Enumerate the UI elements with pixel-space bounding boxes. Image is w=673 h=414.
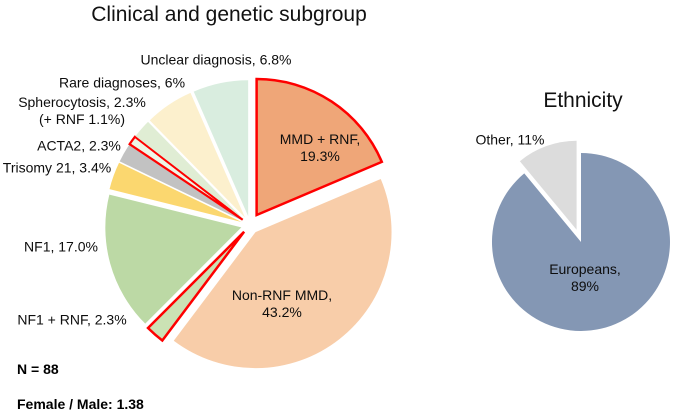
slice-label-spherocytosis: Spherocytosis, 2.3% (+ RNF 1.1%) [18, 93, 146, 127]
slice-label-unclear-diagnosis: Unclear diagnosis, 6.8% [140, 51, 292, 68]
slice-label-europeans: Europeans, 89% [549, 260, 621, 294]
female-male-ratio-note: Female / Male: 1.38 [17, 396, 144, 412]
slice-label-non-rnf-mmd: Non-RNF MMD, 43.2% [231, 286, 333, 320]
pie-slice-rare-diagnoses [149, 92, 245, 218]
pie-slice-mmd-rnf [255, 77, 384, 217]
pie-slice-other [519, 140, 577, 230]
slice-label-rare-diagnoses: Rare diagnoses, 6% [58, 74, 186, 91]
slice-label-other: Other, 11% [475, 131, 545, 148]
pie-slice-trisomy-21 [109, 162, 242, 222]
slice-label-nf1-rnf: NF1 + RNF, 2.3% [17, 311, 127, 328]
pie-slice-spherocytosis-rnf [128, 135, 244, 221]
slice-label-nf1: NF1, 17.0% [24, 238, 98, 255]
pie-slice-nf1-rnf [146, 230, 246, 343]
slice-label-trisomy-21: Trisomy 21, 3.4% [2, 159, 112, 176]
pie-slice-acta2 [119, 144, 243, 221]
sample-size-note: N = 88 [17, 361, 59, 377]
pie-slice-europeans [491, 153, 670, 332]
left-chart-title: Clinical and genetic subgroup [91, 3, 367, 26]
slice-label-mmd-rnf: MMD + RNF, 19.3% [279, 130, 361, 164]
pie-slice-unclear-diagnosis [193, 80, 249, 217]
pie-slice-spherocytosis [135, 121, 244, 220]
slice-label-acta2: ACTA2, 2.3% [37, 137, 121, 154]
pie-slice-non-rnf-mmd [173, 178, 392, 369]
right-chart-title: Ethnicity [543, 89, 623, 112]
pie-slice-nf1 [105, 194, 242, 324]
